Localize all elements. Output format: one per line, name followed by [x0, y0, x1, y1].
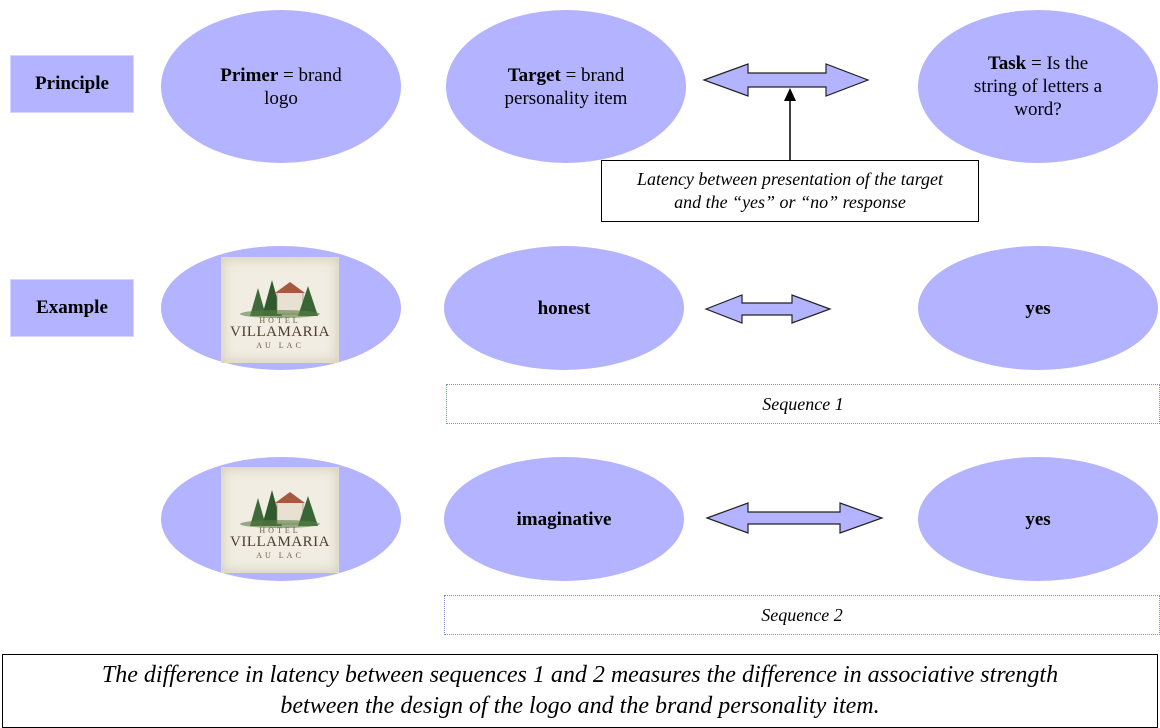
target-text-2: personality item — [504, 87, 628, 109]
seq1-response-ellipse: yes — [918, 246, 1158, 370]
seq1-target-word: honest — [537, 297, 591, 319]
seq1-target-ellipse: honest — [444, 246, 684, 370]
principle-label: Principle — [10, 55, 134, 113]
task-text-2: string of letters a — [973, 76, 1103, 97]
seq2-response: yes — [1025, 508, 1051, 530]
principle-label-text: Principle — [35, 73, 109, 94]
sequence2-caption-box: Sequence 2 — [444, 595, 1160, 635]
seq2-target-ellipse: imaginative — [444, 457, 684, 581]
logo-hotel-text: HOTEL — [259, 526, 301, 535]
latency-pointer-head — [784, 88, 796, 101]
principle-double-arrow — [702, 63, 870, 97]
logo-name-text: VILLAMARIA — [230, 534, 330, 550]
latency-box: Latency between presentation of the targ… — [601, 160, 979, 222]
logo-sub-text: AU LAC — [256, 551, 304, 560]
seq2-target-word: imaginative — [516, 508, 612, 530]
logo-hotel-text: HOTEL — [259, 316, 301, 325]
primer-text-1: = brand — [278, 64, 342, 86]
sequence2-double-arrow — [705, 502, 884, 534]
task-ellipse: Task = Is the string of letters a word? — [918, 10, 1158, 163]
sequence1-caption-box: Sequence 1 — [446, 384, 1160, 424]
primer-ellipse: Primer = brand logo — [161, 10, 401, 163]
seq2-response-ellipse: yes — [918, 457, 1158, 581]
latency-line-1: Latency between presentation of the targ… — [636, 169, 944, 189]
task-bold: Task — [987, 53, 1027, 74]
target-bold: Target — [507, 64, 561, 86]
villamaria-logo-1: HOTEL VILLAMARIA AU LAC — [221, 257, 339, 363]
target-ellipse: Target = brand personality item — [446, 10, 686, 163]
example-label-text: Example — [36, 297, 108, 318]
primer-text-2: logo — [264, 87, 298, 109]
sequence1-double-arrow — [704, 294, 832, 324]
latency-line-2: and the “yes” or “no” response — [674, 192, 906, 212]
sequence1-caption: Sequence 1 — [762, 393, 844, 414]
villamaria-logo-2: HOTEL VILLAMARIA AU LAC — [221, 467, 339, 573]
footer-line-1: The difference in latency between sequen… — [101, 662, 1059, 688]
logo-trees-icon — [240, 490, 320, 528]
task-text-1: = Is the — [1026, 53, 1089, 74]
seq1-response: yes — [1025, 297, 1051, 319]
footer-note-box: The difference in latency between sequen… — [2, 654, 1158, 728]
logo-trees-icon — [240, 280, 320, 318]
example-label: Example — [10, 279, 134, 337]
logo-name-text: VILLAMARIA — [230, 324, 330, 340]
footer-line-2: between the design of the logo and the b… — [280, 693, 880, 719]
target-text-1: = brand — [560, 64, 625, 86]
logo-sub-text: AU LAC — [256, 341, 304, 350]
primer-bold: Primer — [220, 64, 279, 86]
sequence2-caption: Sequence 2 — [761, 604, 843, 625]
task-text-3: word? — [1014, 99, 1062, 120]
